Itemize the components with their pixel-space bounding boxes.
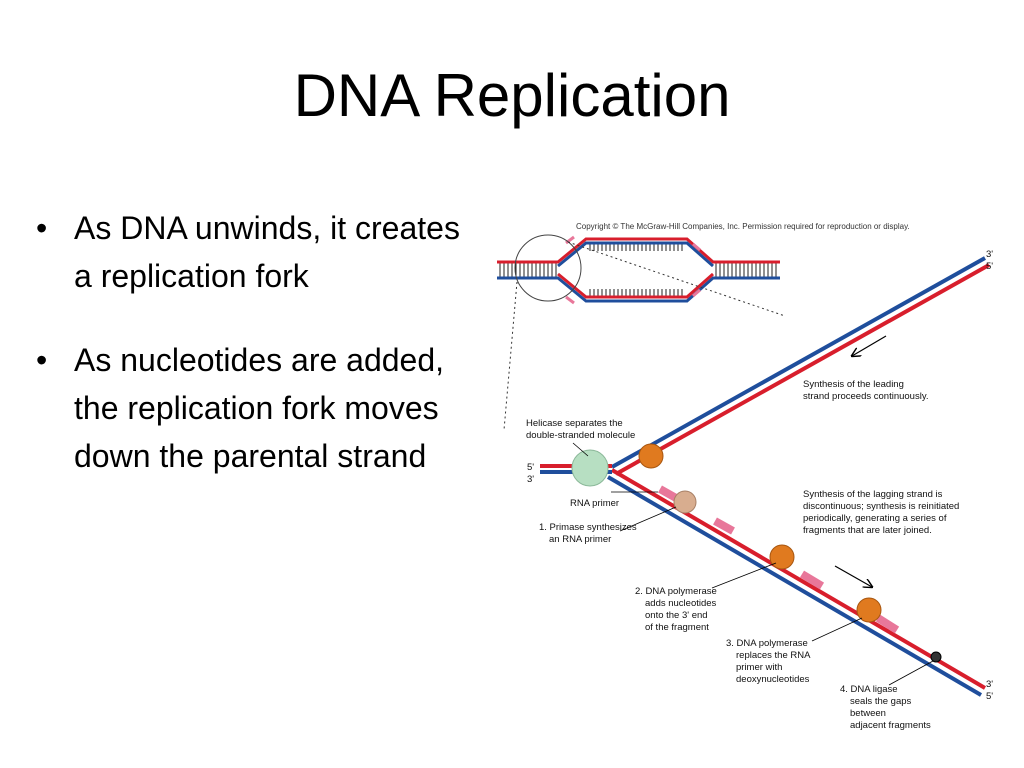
lagging-strand	[606, 468, 987, 697]
bullet-item: • As DNA unwinds, it creates a replicati…	[34, 204, 464, 300]
polymerase-adds-caption: 2. DNA polymerase adds nucleotides onto …	[635, 586, 719, 633]
bubble-bottom-strand-blue	[497, 276, 780, 303]
polymerase-replaces-caption: 3. DNA polymerase replaces the RNA prime…	[726, 638, 813, 685]
lagging-polymerase-enzyme	[856, 597, 882, 623]
helicase-enzyme	[571, 449, 609, 487]
bullet-text: As DNA unwinds, it creates a replication…	[74, 210, 460, 294]
bullet-dot-icon: •	[36, 210, 48, 246]
slide-title: DNA Replication	[293, 62, 731, 129]
bubble-top-strand-red	[497, 237, 780, 264]
rna-primer-segment	[875, 614, 900, 634]
primer-mark	[692, 242, 701, 252]
bullet-list: • As DNA unwinds, it creates a replicati…	[34, 204, 464, 516]
rna-primer-segments	[658, 485, 900, 634]
helicase-caption: Helicase separates the double-stranded m…	[526, 418, 635, 441]
ligase-caption: 4. DNA ligase seals the gaps between adj…	[840, 684, 931, 731]
replication-bubble	[497, 234, 786, 431]
lagging-direction-arrow	[834, 565, 872, 587]
zoom-dotted-line	[503, 281, 518, 431]
primer-mark	[565, 295, 575, 305]
end-label: 5'	[986, 261, 993, 272]
rna-primer-segment	[658, 485, 678, 502]
lagging-strand-caption: Synthesis of the lagging strand is disco…	[803, 489, 962, 536]
leader-lines	[572, 442, 934, 686]
bubble-bottom-strand-red	[557, 272, 714, 299]
rna-primer-segment	[799, 570, 825, 590]
leading-direction-arrow	[852, 335, 887, 356]
bullet-item: • As nucleotides are added, the replicat…	[34, 336, 464, 480]
leading-polymerase-enzyme	[638, 443, 664, 469]
end-label: 3'	[527, 474, 534, 485]
lagging-polymerase-enzyme	[769, 544, 795, 570]
zoom-dotted-line	[567, 241, 786, 317]
end-label: 5'	[527, 462, 534, 473]
end-label: 3'	[986, 679, 993, 690]
end-label: 5'	[986, 691, 993, 702]
copyright-notice: Copyright © The McGraw-Hill Companies, I…	[576, 222, 910, 231]
bullet-dot-icon: •	[36, 342, 48, 378]
bubble-top-strand-blue	[557, 241, 714, 268]
leading-strand-caption: Synthesis of the leading strand proceeds…	[803, 379, 929, 402]
primer-mark	[692, 288, 701, 298]
end-label: 3'	[986, 249, 993, 260]
rna-primer-caption: RNA primer	[570, 498, 619, 509]
replication-fork-diagram: Copyright © The McGraw-Hill Companies, I…	[497, 222, 993, 731]
ligase-enzyme	[930, 651, 942, 663]
rna-primer-segment	[713, 517, 735, 535]
bubble-rungs	[499, 244, 777, 296]
bullet-text: As nucleotides are added, the replicatio…	[74, 342, 445, 474]
primase-enzyme	[673, 490, 697, 514]
leading-strand	[611, 256, 990, 476]
magnifier-circle	[514, 234, 582, 302]
primase-caption: 1. Primase synthesizes an RNA primer	[539, 522, 639, 545]
primer-mark	[565, 235, 575, 245]
